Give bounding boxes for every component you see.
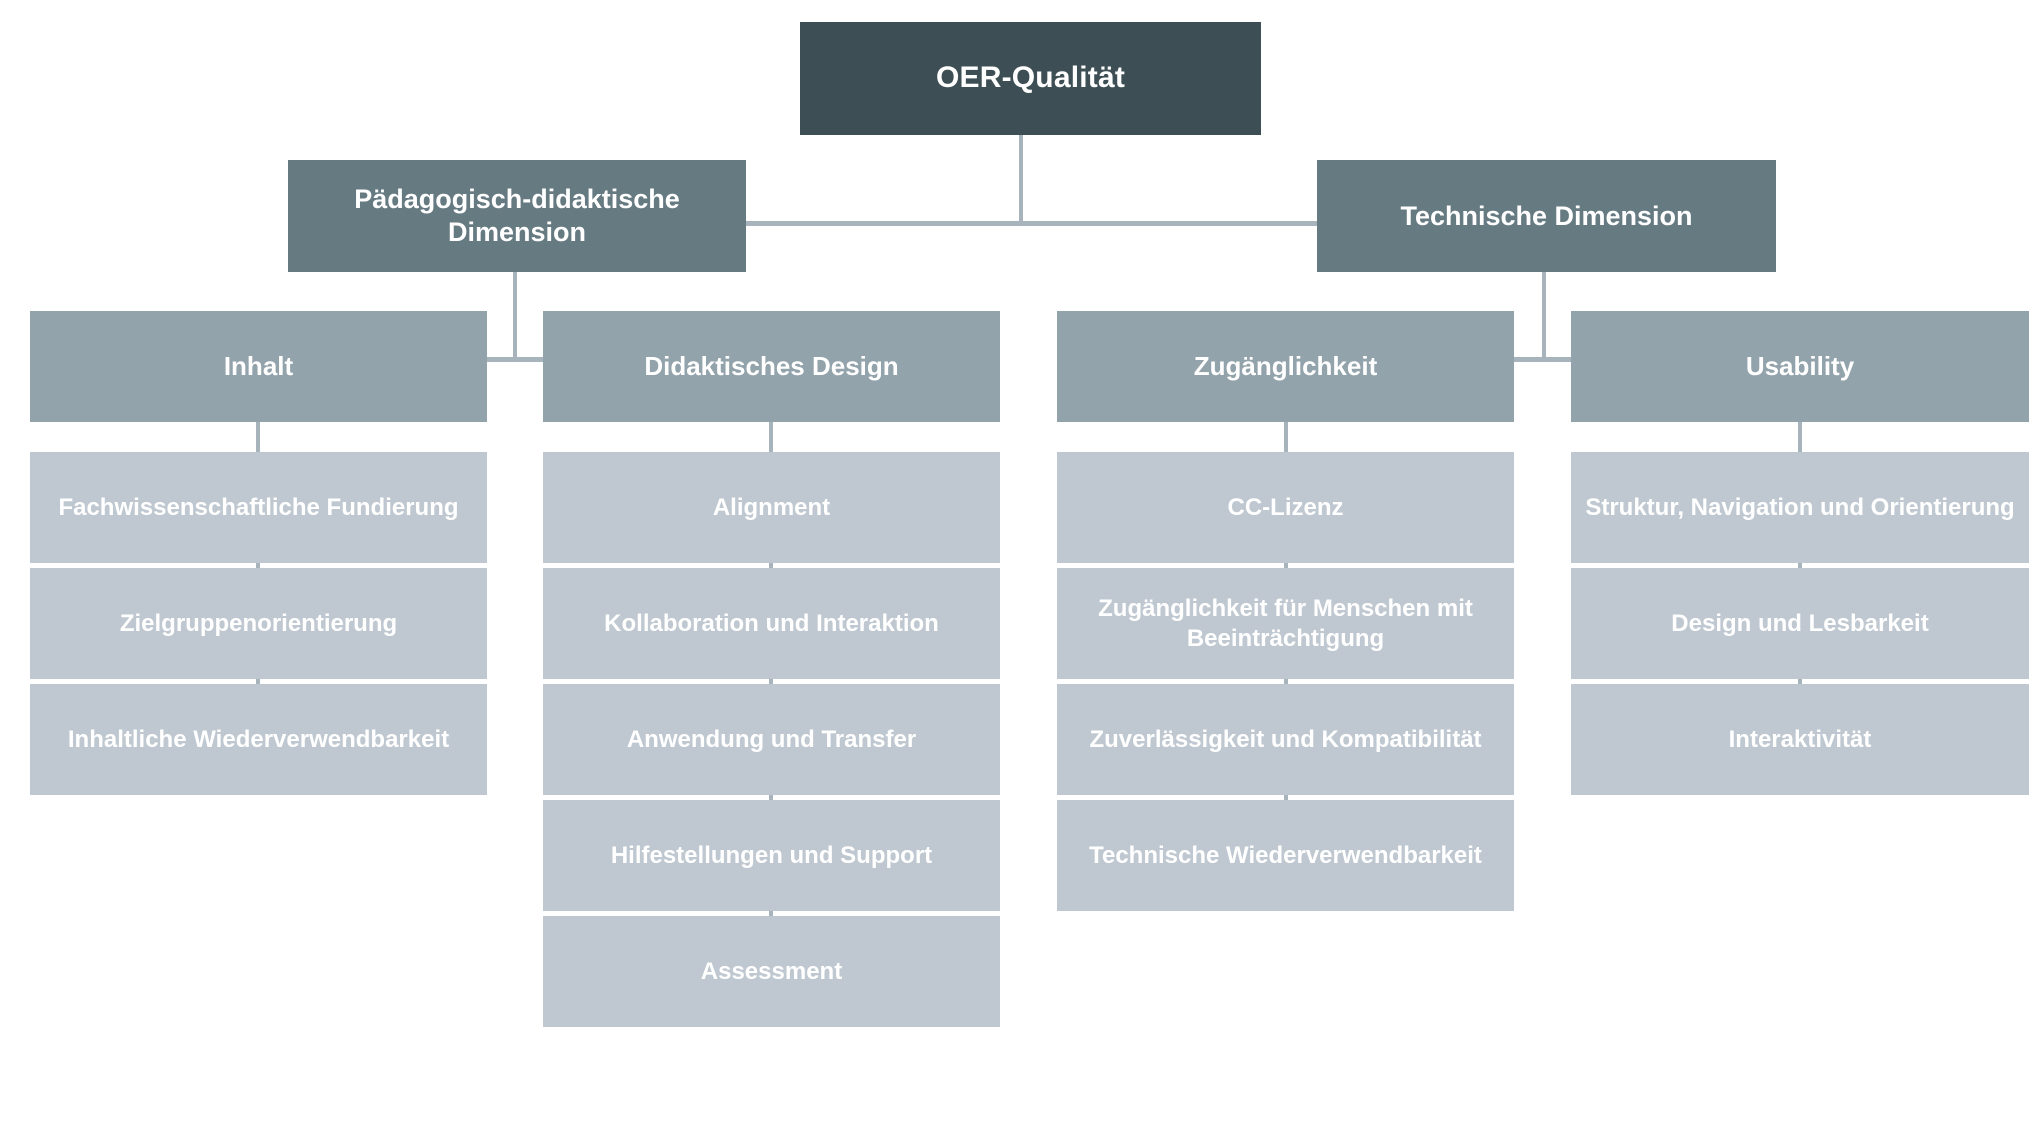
node-leaf-label: Assessment (700, 957, 843, 985)
node-category-didaktisches-design[interactable]: Didaktisches Design (543, 311, 1000, 422)
node-leaf-inhaltliche-wiederverwendbarkeit[interactable]: Inhaltliche Wiederverwendbarkeit (30, 684, 487, 795)
connector-inhalt-1 (256, 422, 260, 453)
node-root-oer-qualitaet[interactable]: OER-Qualität (800, 22, 1261, 135)
node-leaf-label: Anwendung und Transfer (626, 725, 917, 753)
node-category-label-2: Zugänglichkeit (1193, 350, 1378, 381)
connector-category-bus-left (486, 357, 544, 362)
node-category-label-3: Usability (1745, 350, 1855, 381)
node-leaf-zielgruppenorientierung[interactable]: Zielgruppenorientierung (30, 568, 487, 679)
connector-didaktisches-design-1 (769, 422, 773, 453)
node-leaf-label: Kollaboration und Interaktion (604, 609, 939, 637)
node-category-zugaenglichkeit[interactable]: Zugänglichkeit (1057, 311, 1514, 422)
node-category-label-1: Didaktisches Design (644, 350, 899, 381)
connector-technical-stem (1542, 272, 1546, 362)
node-leaf-cc-lizenz[interactable]: CC-Lizenz (1057, 452, 1514, 563)
connector-pedagogical-stem (513, 272, 517, 362)
node-leaf-technische-wiederverwendbarkeit[interactable]: Technische Wiederverwendbarkeit (1057, 800, 1514, 911)
node-leaf-label: Zugänglichkeit für Menschen mit Beeinträ… (1098, 595, 1473, 652)
node-leaf-struktur-navigation-und-orientierung[interactable]: Struktur, Navigation und Orientierung (1571, 452, 2029, 563)
node-leaf-label: Hilfestellungen und Support (610, 841, 933, 869)
node-category-usability[interactable]: Usability (1571, 311, 2029, 422)
node-dimension-label-0: Pädagogisch-didaktische Dimension (354, 184, 680, 247)
node-category-label-0: Inhalt (223, 350, 294, 381)
node-leaf-label: Zielgruppenorientierung (119, 609, 398, 637)
node-dimension-paedagogisch-didaktische[interactable]: Pädagogisch-didaktische Dimension (288, 160, 746, 272)
node-leaf-label: Zuverlässigkeit und Kompatibilität (1089, 725, 1482, 753)
node-leaf-label: Inhaltliche Wiederverwendbarkeit (67, 725, 450, 753)
connector-zugaenglichkeit-1 (1284, 422, 1288, 453)
node-leaf-assessment[interactable]: Assessment (543, 916, 1000, 1027)
node-category-inhalt[interactable]: Inhalt (30, 311, 487, 422)
node-leaf-zugaenglichkeit-fuer-menschen-mit-beeintraechtigung[interactable]: Zugänglichkeit für Menschen mit Beeinträ… (1057, 568, 1514, 679)
node-leaf-label: Technische Wiederverwendbarkeit (1089, 841, 1482, 869)
node-dimension-technische[interactable]: Technische Dimension (1317, 160, 1776, 272)
node-leaf-zuverlaessigkeit-und-kompatibilitaet[interactable]: Zuverlässigkeit und Kompatibilität (1057, 684, 1514, 795)
connector-dimension-bus (745, 221, 1319, 226)
node-leaf-interaktivitaet[interactable]: Interaktivität (1571, 684, 2029, 795)
node-leaf-label: Interaktivität (1728, 725, 1872, 753)
connector-root-stem (1019, 134, 1023, 224)
node-root-label: OER-Qualität (935, 61, 1126, 95)
node-leaf-label: Alignment (712, 493, 831, 521)
node-leaf-fachwissenschaftliche-fundierung[interactable]: Fachwissenschaftliche Fundierung (30, 452, 487, 563)
connector-usability-1 (1798, 422, 1802, 453)
node-leaf-kollaboration-und-interaktion[interactable]: Kollaboration und Interaktion (543, 568, 1000, 679)
node-leaf-label: CC-Lizenz (1227, 493, 1344, 521)
node-leaf-alignment[interactable]: Alignment (543, 452, 1000, 563)
node-dimension-label-1: Technische Dimension (1400, 200, 1693, 231)
node-leaf-label: Fachwissenschaftliche Fundierung (58, 493, 459, 521)
node-leaf-label: Design und Lesbarkeit (1671, 609, 1929, 637)
node-leaf-label: Struktur, Navigation und Orientierung (1585, 493, 2015, 521)
node-leaf-anwendung-und-transfer[interactable]: Anwendung und Transfer (543, 684, 1000, 795)
node-leaf-design-und-lesbarkeit[interactable]: Design und Lesbarkeit (1571, 568, 2029, 679)
node-leaf-hilfestellungen-und-support[interactable]: Hilfestellungen und Support (543, 800, 1000, 911)
connector-category-bus-right (1513, 357, 1572, 362)
